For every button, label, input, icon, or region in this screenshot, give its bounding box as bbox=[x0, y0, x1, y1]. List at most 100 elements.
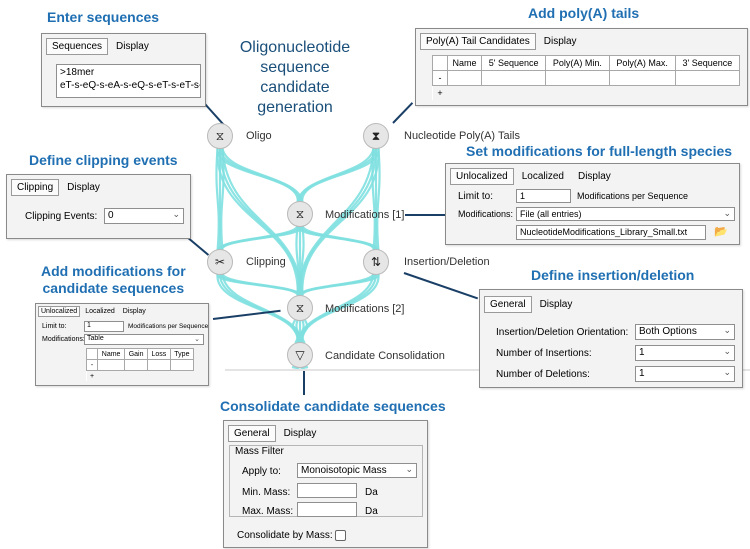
polya-tabs: Poly(A) Tail Candidates Display bbox=[420, 33, 585, 50]
leader-mods-full-to-node bbox=[405, 214, 457, 216]
tab-display[interactable]: Display bbox=[116, 41, 149, 52]
tab-clipping[interactable]: Clipping bbox=[11, 179, 60, 196]
clipping-node[interactable]: ✂ bbox=[207, 249, 233, 275]
indel-panel: General Display Insertion/Deletion Orien… bbox=[479, 289, 743, 388]
consolidation-node-label: Candidate Consolidation bbox=[325, 350, 445, 362]
insertions-value: 1 bbox=[639, 347, 645, 358]
tab-display[interactable]: Display bbox=[283, 428, 317, 439]
limit-to-input[interactable]: 1 bbox=[516, 189, 571, 203]
clipping-panel: Clipping Display Clipping Events: 0 ⌄ bbox=[6, 174, 191, 239]
dna-mod-icon: ⧖ bbox=[295, 301, 305, 315]
apply-to-select[interactable]: Monoisotopic Mass ⌄ bbox=[297, 463, 417, 478]
mods1-node-label: Modifications [1] bbox=[325, 209, 405, 221]
table-row[interactable]: - bbox=[432, 70, 741, 86]
consolidate-by-mass-checkbox[interactable] bbox=[335, 530, 346, 541]
insertions-select[interactable]: 1 ⌄ bbox=[635, 345, 735, 361]
indel-orientation-select[interactable]: Both Options ⌄ bbox=[635, 324, 735, 340]
wire-mods1-mods2 bbox=[295, 225, 300, 297]
sequences-panel: Sequences Display >18mer eT-s-eQ-s-eA-s-… bbox=[41, 33, 206, 107]
tab-general[interactable]: General bbox=[228, 425, 276, 442]
modifications-select-value: File (all entries) bbox=[520, 209, 582, 219]
tab-display[interactable]: Display bbox=[67, 182, 100, 193]
callout-define-indel: Define insertion/deletion bbox=[531, 267, 695, 283]
wire-mods1-clipping bbox=[221, 224, 304, 252]
polya-table[interactable]: Name 5' Sequence Poly(A) Min. Poly(A) Ma… bbox=[432, 55, 741, 100]
table-cell[interactable] bbox=[124, 359, 148, 371]
mods1-node[interactable]: ⧖ bbox=[287, 201, 313, 227]
insertions-label: Number of Insertions: bbox=[496, 348, 592, 359]
table-row[interactable]: - bbox=[86, 359, 195, 371]
tab-localized[interactable]: Localized bbox=[85, 308, 115, 315]
min-mass-input[interactable] bbox=[297, 483, 357, 498]
table-header-row: Name Gain Loss Type bbox=[86, 348, 195, 360]
limit-to-label: Limit to: bbox=[458, 191, 494, 202]
table-corner-cell bbox=[432, 55, 448, 71]
tab-sequences[interactable]: Sequences bbox=[46, 38, 109, 55]
tab-unlocalized[interactable]: Unlocalized bbox=[38, 306, 81, 317]
table-cell[interactable] bbox=[96, 359, 126, 371]
table-add-row[interactable]: + bbox=[86, 370, 194, 381]
table-add-row[interactable]: + bbox=[432, 85, 740, 100]
table-cell[interactable] bbox=[545, 70, 610, 86]
consolidation-node[interactable]: ▽ bbox=[287, 342, 313, 368]
callout-add-mods-line-2: candidate sequences bbox=[42, 280, 185, 296]
table-cell[interactable] bbox=[608, 70, 676, 86]
tab-unlocalized[interactable]: Unlocalized bbox=[450, 168, 514, 185]
column-header: Gain bbox=[124, 348, 148, 360]
row-marker[interactable]: + bbox=[86, 370, 98, 381]
oligo-node[interactable]: ⧖ bbox=[207, 123, 233, 149]
tab-display[interactable]: Display bbox=[539, 299, 573, 310]
tab-general[interactable]: General bbox=[484, 296, 532, 313]
limit-to-input[interactable]: 1 bbox=[84, 321, 124, 332]
sequence-line-2: eT-s-eQ-s-eA-s-eQ-s-eT-s-eT-s- bbox=[60, 80, 201, 91]
table-cell[interactable] bbox=[446, 70, 483, 86]
column-header: 5' Sequence bbox=[481, 55, 547, 71]
sequence-line-1: >18mer bbox=[60, 67, 95, 78]
dna-polya-icon: ⧗ bbox=[371, 129, 381, 143]
tab-localized[interactable]: Localized bbox=[521, 171, 564, 182]
wire-polya-indel bbox=[376, 147, 381, 251]
modifications-label: Modifications: bbox=[458, 209, 514, 219]
wire-polya-mods2 bbox=[298, 147, 378, 297]
title-line-1: Oligonucleotide bbox=[239, 39, 351, 56]
row-marker[interactable]: - bbox=[86, 359, 98, 371]
wire-mods1-indel bbox=[301, 225, 380, 251]
row-marker[interactable]: - bbox=[432, 70, 448, 86]
sequence-editor[interactable]: >18mer eT-s-eQ-s-eA-s-eQ-s-eT-s-eT-s- bbox=[56, 64, 201, 98]
diagram-title: Oligonucleotide sequence candidate gener… bbox=[225, 38, 365, 118]
tab-polya-candidates[interactable]: Poly(A) Tail Candidates bbox=[420, 33, 536, 50]
folder-open-icon[interactable]: 📂 bbox=[714, 226, 728, 238]
wire-indel-consolidation bbox=[301, 273, 380, 344]
table-cell[interactable] bbox=[481, 70, 547, 86]
modifications-label: Modifications: bbox=[42, 336, 85, 343]
tab-display[interactable]: Display bbox=[577, 171, 611, 182]
polya-node[interactable]: ⧗ bbox=[363, 123, 389, 149]
modifications-select[interactable]: File (all entries) ⌄ bbox=[516, 207, 735, 221]
tab-display[interactable]: Display bbox=[122, 308, 146, 315]
modifications-select[interactable]: Table ⌄ bbox=[84, 334, 204, 345]
column-header: Poly(A) Min. bbox=[545, 55, 610, 71]
chevron-down-icon: ⌄ bbox=[194, 336, 200, 343]
dna-mod-icon: ⧖ bbox=[295, 207, 305, 221]
modifications-file-input[interactable]: NucleotideModifications_Library_Small.tx… bbox=[516, 225, 706, 240]
deletions-select[interactable]: 1 ⌄ bbox=[635, 366, 735, 382]
chevron-down-icon: ⌄ bbox=[405, 464, 413, 474]
clipping-tabs: Clipping Display bbox=[11, 179, 108, 196]
table-cell[interactable] bbox=[674, 70, 741, 86]
table-cell[interactable] bbox=[169, 359, 195, 371]
modifications-table[interactable]: Name Gain Loss Type - + bbox=[86, 348, 195, 381]
consolidate-tabs: General Display bbox=[228, 425, 324, 442]
mods2-node[interactable]: ⧖ bbox=[287, 295, 313, 321]
max-mass-input[interactable] bbox=[297, 502, 357, 517]
table-cell[interactable] bbox=[147, 359, 171, 371]
callout-add-mods-candidate: Add modifications for candidate sequence… bbox=[41, 263, 186, 297]
indel-node[interactable]: ⇅ bbox=[363, 249, 389, 275]
clipping-events-select[interactable]: 0 ⌄ bbox=[104, 208, 184, 224]
row-marker[interactable]: + bbox=[432, 85, 448, 100]
tab-display[interactable]: Display bbox=[543, 36, 577, 47]
min-mass-unit: Da bbox=[365, 487, 378, 498]
mods-full-panel: Unlocalized Localized Display Limit to: … bbox=[445, 163, 740, 245]
callout-add-mods-line-1: Add modifications for bbox=[41, 263, 186, 279]
indel-orientation-value: Both Options bbox=[639, 326, 697, 337]
